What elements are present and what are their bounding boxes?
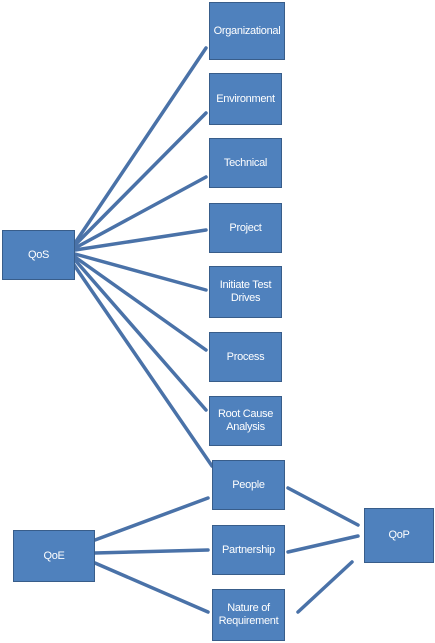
connector-qos-organizational [73, 46, 208, 245]
qop-label: QoP [388, 529, 410, 541]
factor-people-label: People [232, 478, 265, 491]
connector-qoe-nature-of-requirement [93, 561, 210, 614]
factor-environment: Environment [209, 73, 282, 125]
factor-partnership-label: Partnership [222, 543, 275, 556]
connector-qos-process [73, 255, 208, 352]
factor-nature-of-requirement: Nature of Requirement [212, 589, 285, 641]
connector-qoe-partnership [93, 548, 210, 555]
factor-initiate-test-drives-label: Initiate Test Drives [219, 279, 272, 304]
connector-nature-qop [296, 560, 354, 614]
factor-project: Project [209, 203, 282, 253]
factor-partnership: Partnership [212, 525, 285, 575]
factor-nature-of-requirement-label: Nature of Requirement [218, 602, 279, 627]
factor-root-cause-analysis: Root Cause Analysis [209, 396, 282, 446]
qoe-node: QoE [13, 530, 95, 582]
factor-technical-label: Technical [223, 156, 268, 169]
factor-process-label: Process [226, 350, 265, 363]
qos-node: QoS [2, 230, 75, 280]
qoe-label: QoE [43, 549, 65, 562]
connector-qos-technical [73, 175, 208, 250]
connector-qos-people [70, 260, 214, 468]
qop-node: QoP [364, 508, 434, 563]
connector-qos-environment [73, 111, 208, 247]
factor-environment-label: Environment [216, 92, 275, 105]
qos-label: QoS [27, 248, 50, 261]
factor-process: Process [209, 332, 282, 382]
connector-partnership-qop [286, 534, 360, 554]
factor-initiate-test-drives: Initiate Test Drives [209, 266, 282, 318]
factor-technical: Technical [209, 138, 282, 188]
connector-qos-project [73, 228, 208, 252]
connector-qos-initiate-test-drives [73, 252, 208, 292]
connector-qoe-people [93, 496, 210, 542]
connector-qos-root-cause-analysis [73, 258, 208, 412]
factor-root-cause-analysis-label: Root Cause Analysis [217, 408, 274, 433]
factor-organizational: Organizational [209, 2, 285, 60]
connector-people-qop [286, 486, 360, 527]
factor-organizational-label: Organizational [213, 24, 281, 37]
factor-project-label: Project [229, 221, 262, 234]
factor-people: People [212, 460, 285, 510]
